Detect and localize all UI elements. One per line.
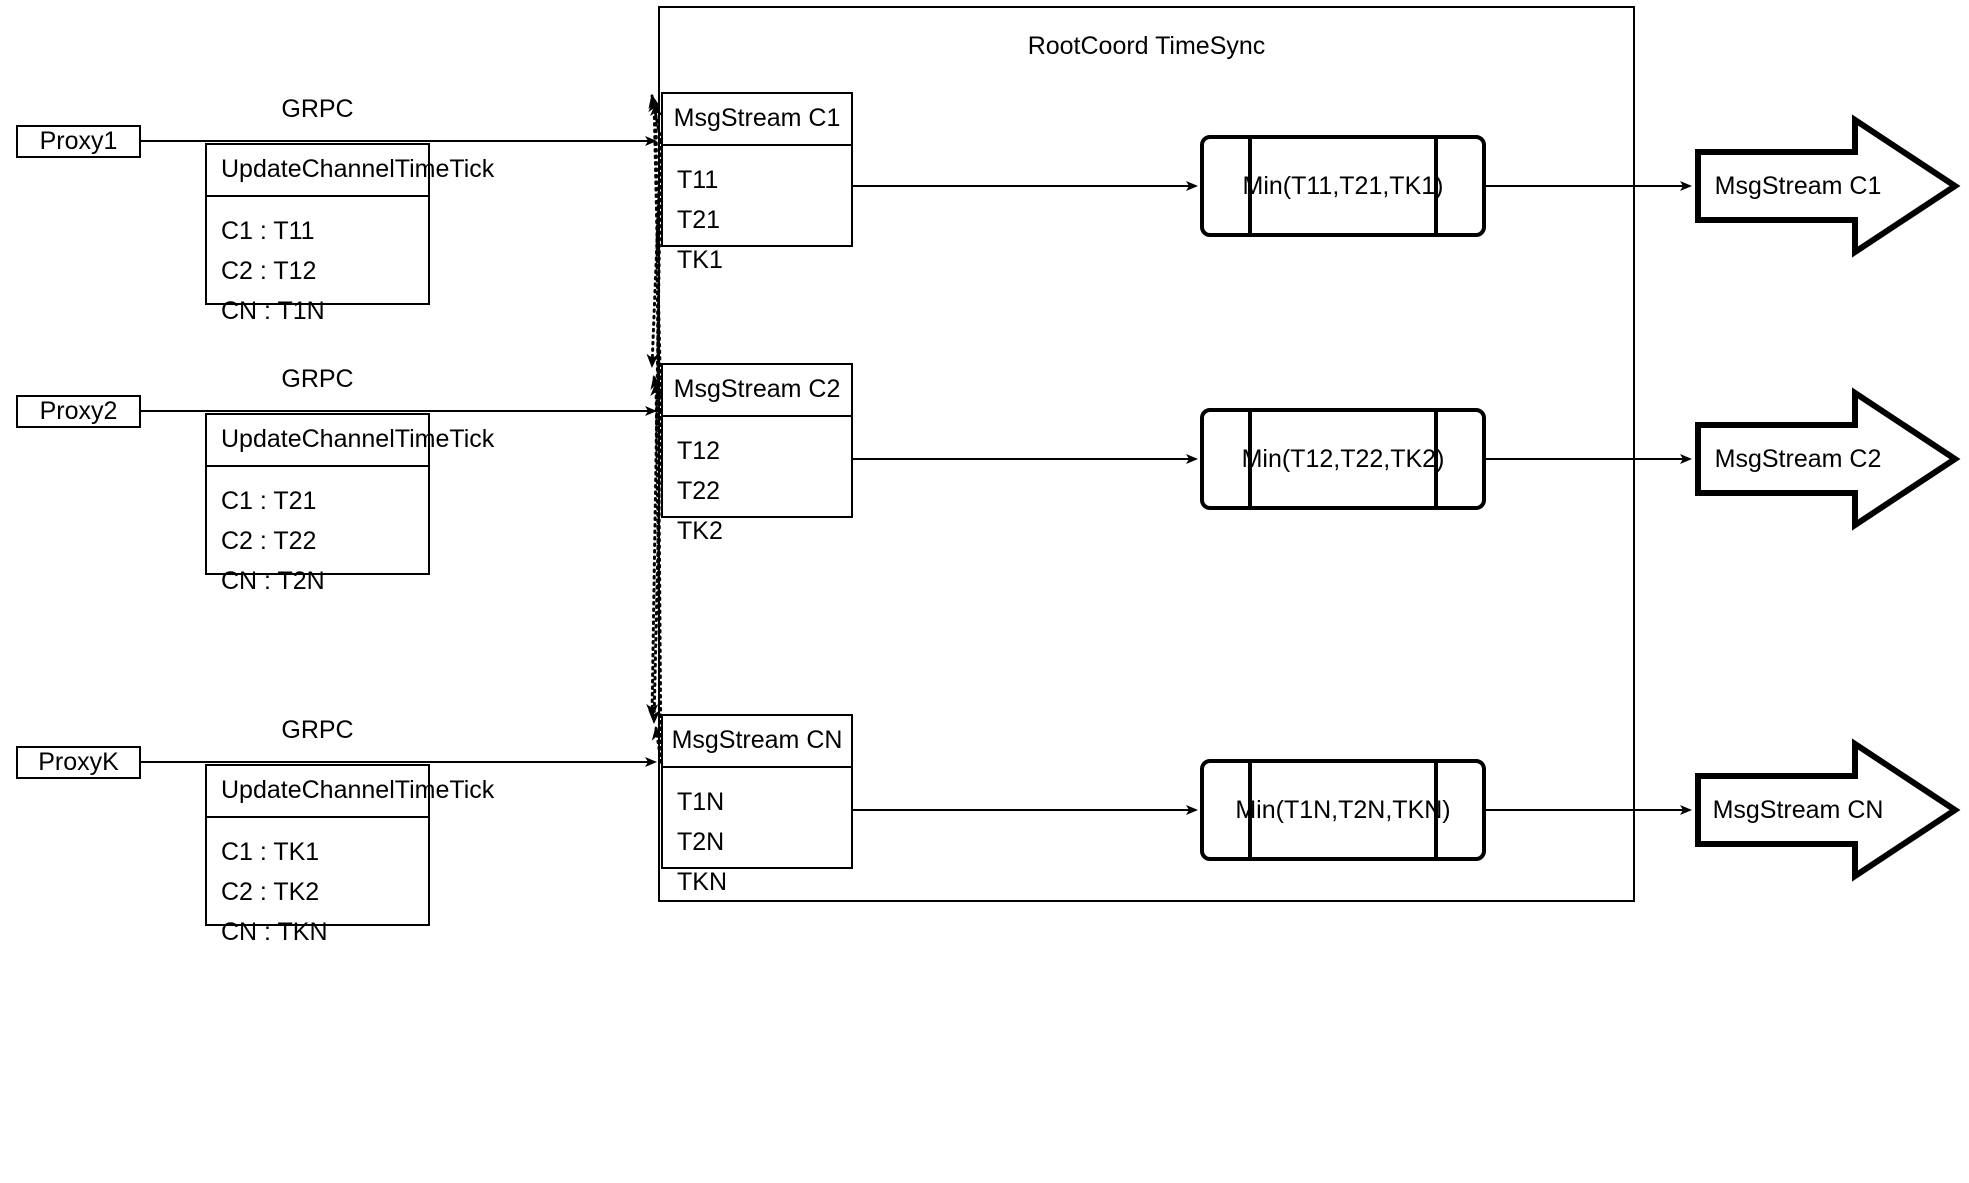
min-process-box-1: Min(T11,T21,TK1)	[1200, 135, 1486, 237]
msgstream-header-3: MsgStream CN	[663, 716, 851, 768]
msgstream-entry: T22	[677, 476, 721, 505]
request-header-2: UpdateChannelTimeTick	[207, 415, 494, 467]
grpc-label-1: GRPC	[281, 95, 354, 123]
process-divider-left	[1248, 135, 1252, 237]
rootcoord-timesync-container	[658, 6, 1635, 902]
output-label-2: MsgStream C2	[1714, 444, 1882, 473]
proxy-box-2[interactable]: Proxy2	[16, 395, 141, 428]
msgstream-box-2: MsgStream C2 T12 T22 TK2	[661, 363, 853, 543]
msgstream-entry: T21	[677, 205, 721, 234]
request-entry: C1 : T11	[221, 216, 315, 245]
msgstream-entry: TK2	[677, 516, 723, 545]
process-divider-right	[1434, 135, 1438, 237]
msgstream-entry: T11	[677, 165, 719, 194]
process-divider-right	[1434, 759, 1438, 861]
request-entry: C1 : TK1	[221, 837, 320, 866]
process-divider-left	[1248, 759, 1252, 861]
request-header-1: UpdateChannelTimeTick	[207, 145, 494, 197]
msgstream-box-3: MsgStream CN T1N T2N TKN	[661, 714, 853, 894]
request-entry: C2 : TK2	[221, 877, 320, 906]
output-block-arrow-2: MsgStream C2	[1698, 425, 1955, 493]
msgstream-box-1: MsgStream C1 T11 T21 TK1	[661, 92, 853, 272]
msgstream-entry: T1N	[677, 787, 725, 816]
min-process-label-1: Min(T11,T21,TK1)	[1242, 171, 1444, 200]
request-entry: C2 : T12	[221, 256, 317, 285]
min-process-box-2: Min(T12,T22,TK2)	[1200, 408, 1486, 510]
request-entry: C2 : T22	[221, 526, 317, 555]
min-process-box-3: Min(T1N,T2N,TKN)	[1200, 759, 1486, 861]
request-entry: C1 : T21	[221, 486, 317, 515]
output-block-arrow-1: MsgStream C1	[1698, 152, 1955, 220]
request-entry: CN : TKN	[221, 917, 328, 946]
container-title: RootCoord TimeSync	[1027, 32, 1266, 60]
msgstream-header-1: MsgStream C1	[663, 94, 851, 146]
update-channel-timetick-box-2: UpdateChannelTimeTick C1 : T21 C2 : T22 …	[205, 413, 494, 593]
output-label-3: MsgStream CN	[1712, 795, 1884, 824]
msgstream-entry: T2N	[677, 827, 725, 856]
request-entry: CN : T2N	[221, 566, 325, 595]
process-divider-left	[1248, 408, 1252, 510]
msgstream-entry: T12	[677, 436, 721, 465]
request-entry: CN : T1N	[221, 296, 325, 325]
msgstream-entry: TKN	[677, 867, 727, 896]
grpc-label-3: GRPC	[281, 716, 354, 744]
min-process-label-3: Min(T1N,T2N,TKN)	[1235, 795, 1451, 824]
request-header-3: UpdateChannelTimeTick	[207, 766, 494, 818]
proxy-box-1[interactable]: Proxy1	[16, 125, 141, 158]
output-block-arrow-3: MsgStream CN	[1698, 776, 1955, 844]
update-channel-timetick-box-1: UpdateChannelTimeTick C1 : T11 C2 : T12 …	[205, 143, 494, 323]
output-label-1: MsgStream C1	[1714, 171, 1882, 200]
process-divider-right	[1434, 408, 1438, 510]
min-process-label-2: Min(T12,T22,TK2)	[1241, 444, 1445, 473]
proxy-box-3[interactable]: ProxyK	[16, 746, 141, 779]
msgstream-header-2: MsgStream C2	[663, 365, 851, 417]
grpc-label-2: GRPC	[281, 365, 354, 393]
update-channel-timetick-box-3: UpdateChannelTimeTick C1 : TK1 C2 : TK2 …	[205, 764, 494, 944]
msgstream-entry: TK1	[677, 245, 723, 274]
